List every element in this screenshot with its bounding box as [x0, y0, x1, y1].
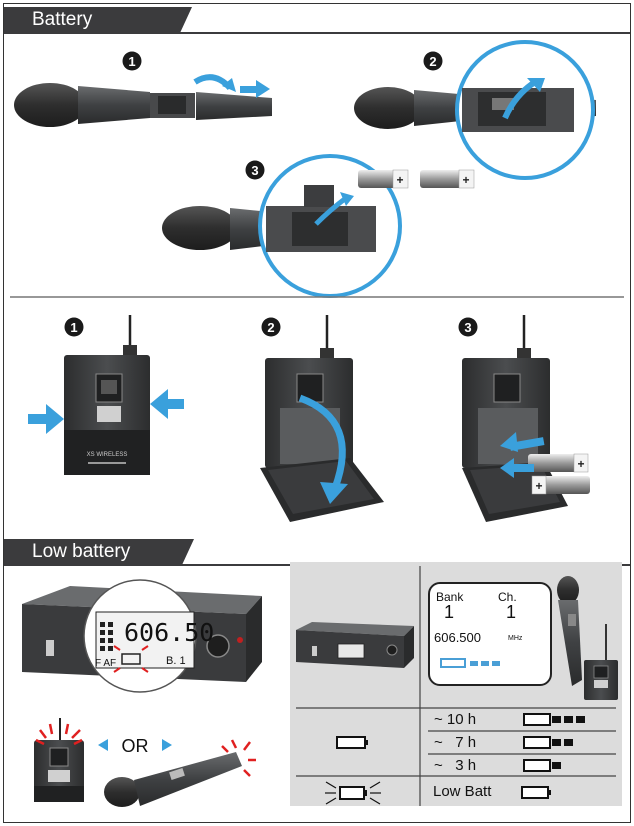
lcd-frequency: 606.500: [434, 630, 481, 645]
battery-time-3h: ~ 3 h: [434, 757, 477, 774]
svg-text:+: +: [396, 173, 403, 187]
bodypack-insert-arrows: [500, 432, 545, 478]
svg-text:+: +: [535, 479, 542, 493]
lcd-battery-icon: [440, 658, 466, 668]
panel-handheld: [557, 576, 582, 686]
battery-cell-2: +: [420, 169, 475, 189]
section-title-low-battery: Low battery: [32, 541, 131, 562]
svg-text:1: 1: [70, 320, 77, 335]
svg-text:2: 2: [429, 54, 436, 69]
svg-text:+: +: [462, 173, 469, 187]
lcd-battery-bar: [470, 661, 478, 666]
receiver-display-zoom: 606.50 F AF B. 1: [83, 579, 214, 693]
handheld-step2-mic: [354, 40, 596, 180]
battery-time-7h: ~ 7 h: [434, 734, 477, 751]
section-header-line: [4, 32, 630, 34]
flashing-handheld: [104, 739, 256, 807]
battery-time-10h: ~ 10 h: [434, 711, 477, 728]
handheld-step-1-badge: 1: [122, 51, 142, 71]
section-title-battery: Battery: [32, 9, 93, 30]
flashing-bodypack: [34, 718, 84, 802]
bodypack-step-1-badge: 1: [64, 317, 84, 337]
bodypack-battery-2: +: [531, 475, 590, 495]
lcd-bank-value: 1: [444, 602, 455, 622]
battery-cell-1: +: [358, 169, 409, 189]
panel-bodypack: [584, 624, 618, 700]
receiver-frequency: 606.50: [124, 618, 214, 647]
bodypack-step-3-badge: 3: [458, 317, 478, 337]
receiver-af-label: F AF: [95, 658, 116, 669]
lcd-channel-label: Ch.: [498, 590, 517, 604]
svg-text:3: 3: [251, 163, 258, 178]
section-header-low-battery: Low battery: [4, 539, 194, 565]
bodypack-battery-1: +: [528, 453, 589, 473]
lcd-bank-label: Bank: [436, 590, 464, 604]
lcd-battery-bar: [481, 661, 489, 666]
bodypack-step-2-badge: 2: [261, 317, 281, 337]
bodypack-step1: XS WIRELESS: [28, 315, 184, 475]
bodypack-step2: [260, 315, 384, 522]
or-arrows: OR: [98, 736, 172, 756]
svg-text:2: 2: [267, 320, 274, 335]
page-frame: [3, 3, 631, 823]
panel-receiver: [296, 622, 414, 668]
battery-symbol-flashing: [325, 781, 381, 805]
step-number: 1: [128, 54, 135, 69]
lcd-channel-value: 1: [506, 602, 517, 622]
handheld-step-2-badge: 2: [423, 51, 443, 71]
handheld-step-3-badge: 3: [245, 160, 265, 180]
lcd-unit: MHz: [508, 635, 523, 642]
lcd-battery-bar: [492, 661, 500, 666]
receiver-bank-label: B. 1: [166, 655, 186, 667]
svg-text:+: +: [577, 457, 584, 471]
svg-text:3: 3: [464, 320, 471, 335]
or-label: OR: [122, 736, 149, 756]
handheld-step1-mic: [14, 74, 272, 127]
handheld-step3-mic: [162, 154, 402, 298]
section-header-battery: Battery: [4, 7, 192, 33]
bodypack-label: XS WIRELESS: [87, 452, 128, 458]
lcd-display: Bank Ch. 1 1 606.500 MHz: [428, 582, 552, 686]
battery-row-icons: [521, 713, 585, 799]
low-batt-label: Low Batt: [433, 783, 492, 800]
battery-symbol-empty: [336, 736, 368, 749]
